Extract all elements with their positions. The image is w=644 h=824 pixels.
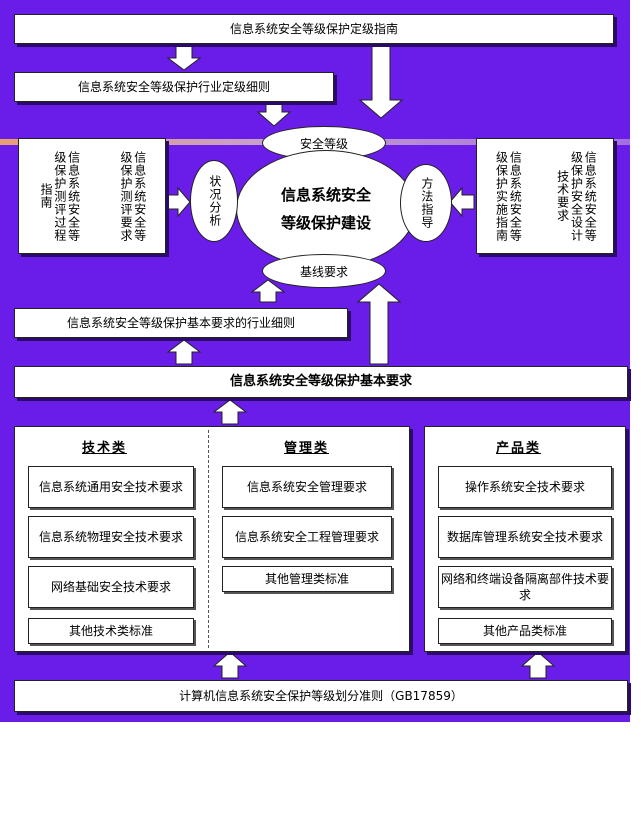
arrow-up-5 <box>212 651 248 679</box>
left-column-box: 信息系统安全等级保护测评过程指南 信息系统安全等级保护测评要求 <box>18 138 166 254</box>
tech-item-physical: 信息系统物理安全技术要求 <box>28 516 194 558</box>
tech-item-general: 信息系统通用安全技术要求 <box>28 466 194 508</box>
status-analysis-text: 状况分析 <box>207 175 222 227</box>
center-ellipse: 信息系统安全 等级保护建设 <box>236 150 416 268</box>
product-item-os: 操作系统安全技术要求 <box>438 466 612 508</box>
product-item-network: 网络和终端设备隔离部件技术要求 <box>438 566 612 608</box>
arrow-up-3 <box>166 339 202 365</box>
eval-requirement-text: 信息系统安全等级保护测评要求 <box>118 150 147 242</box>
mgmt-category-title: 管理类 <box>284 441 330 456</box>
panel-divider <box>208 430 209 648</box>
arrow-down-3 <box>256 101 292 127</box>
implementation-guide-text: 信息系统安全等级保护实施指南 <box>494 150 523 242</box>
center-title-line2: 等级保护建设 <box>280 214 371 232</box>
classification-criteria-box: 计算机信息系统安全保护等级划分准则（GB17859） <box>14 680 628 712</box>
grading-guide-box: 信息系统安全等级保护定级指南 <box>14 14 614 44</box>
baseline-req-ellipse: 基线要求 <box>262 254 386 288</box>
arrow-left-right <box>449 186 475 218</box>
mgmt-item-engineering: 信息系统安全工程管理要求 <box>222 516 392 558</box>
status-analysis-ellipse: 状况分析 <box>190 160 238 242</box>
method-guidance-text: 方法指导 <box>419 177 434 229</box>
basic-req-box: 信息系统安全等级保护基本要求 <box>14 366 628 398</box>
center-title-line1: 信息系统安全 <box>280 185 371 204</box>
mgmt-item-security: 信息系统安全管理要求 <box>222 466 392 508</box>
right-column-box: 信息系统安全等级保护实施指南 信息系统安全等级保护安全设计技术要求 <box>476 138 614 254</box>
tech-item-other: 其他技术类标准 <box>28 618 194 644</box>
product-item-other: 其他产品类标准 <box>438 618 612 644</box>
mgmt-item-other: 其他管理类标准 <box>222 566 392 592</box>
product-item-db: 数据库管理系统安全技术要求 <box>438 516 612 558</box>
arrow-right-left <box>165 186 191 218</box>
method-guidance-ellipse: 方法指导 <box>400 164 452 242</box>
arrow-down-2 <box>358 43 404 119</box>
arrow-up-2 <box>356 283 402 365</box>
design-tech-req-text: 信息系统安全等级保护安全设计技术要求 <box>555 150 598 242</box>
tech-item-network: 网络基础安全技术要求 <box>28 566 194 608</box>
tech-category-title: 技术类 <box>82 441 128 456</box>
arrow-up-1 <box>250 279 286 303</box>
eval-process-guide-text: 信息系统安全等级保护测评过程指南 <box>39 150 81 242</box>
industry-basic-req-box: 信息系统安全等级保护基本要求的行业细则 <box>14 308 348 338</box>
arrow-up-4 <box>212 399 248 425</box>
industry-grading-box: 信息系统安全等级保护行业定级细则 <box>14 72 334 102</box>
arrow-down-1 <box>166 43 202 71</box>
product-category-title: 产品类 <box>496 441 542 456</box>
arrow-up-6 <box>520 651 556 679</box>
